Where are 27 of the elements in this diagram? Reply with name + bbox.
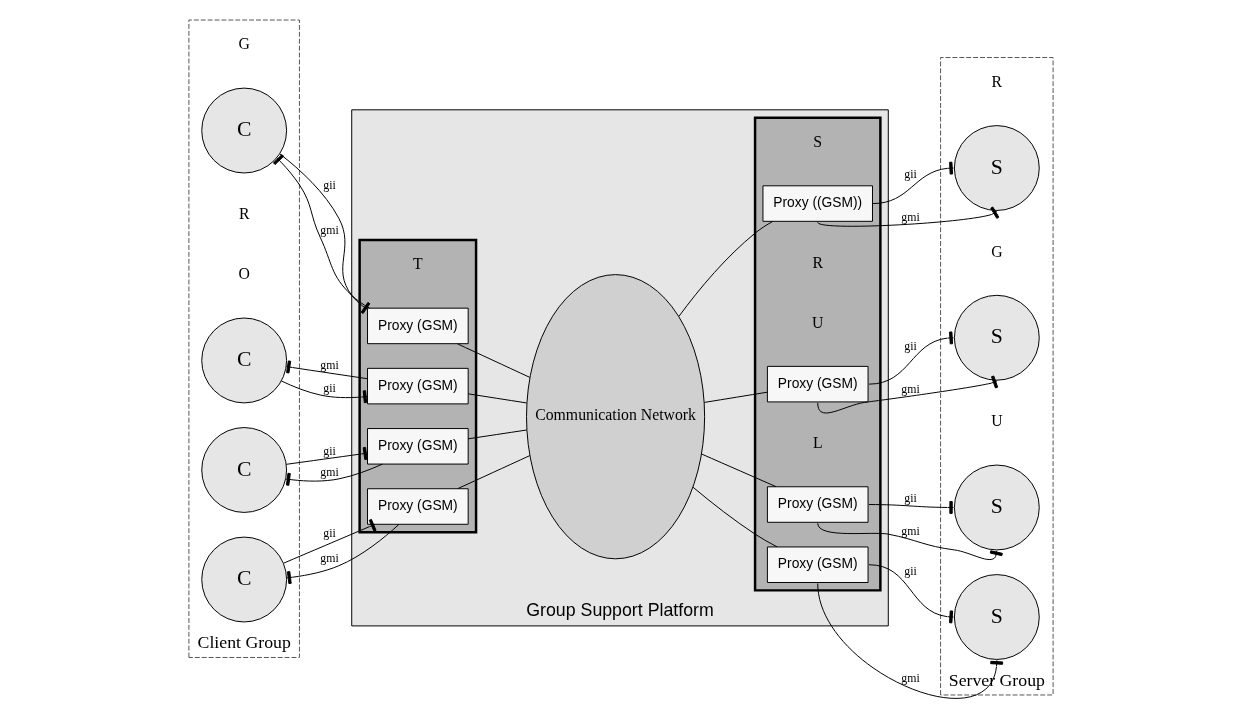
- edge-label: gmi: [320, 222, 339, 237]
- label: R: [238, 205, 250, 223]
- label: U: [812, 313, 824, 331]
- edge-label: gmi: [901, 381, 920, 396]
- label: O: [238, 265, 250, 283]
- edge-label: gii: [323, 443, 336, 458]
- label: R: [812, 253, 823, 271]
- label: T: [413, 255, 423, 273]
- edge-label: gii: [323, 380, 336, 395]
- edge-label: gii: [904, 564, 917, 579]
- label: S: [813, 133, 823, 151]
- label: U: [991, 412, 1003, 430]
- edge-label: gmi: [320, 464, 339, 479]
- edge-label: gii: [904, 339, 917, 354]
- edge-label: gmi: [320, 551, 339, 566]
- label: G: [238, 35, 250, 53]
- edge-label: gii: [323, 525, 336, 540]
- edge-label: gii: [904, 166, 917, 181]
- edge-label: gmi: [901, 209, 920, 224]
- edge-label: gii: [904, 491, 917, 506]
- edge-label: gmi: [901, 523, 920, 538]
- label: L: [812, 434, 823, 452]
- edge-label: gmi: [320, 357, 339, 372]
- label: R: [991, 72, 1003, 90]
- edge-label: gmi: [901, 670, 920, 685]
- label: G: [991, 242, 1003, 260]
- edge-label: gii: [323, 178, 336, 193]
